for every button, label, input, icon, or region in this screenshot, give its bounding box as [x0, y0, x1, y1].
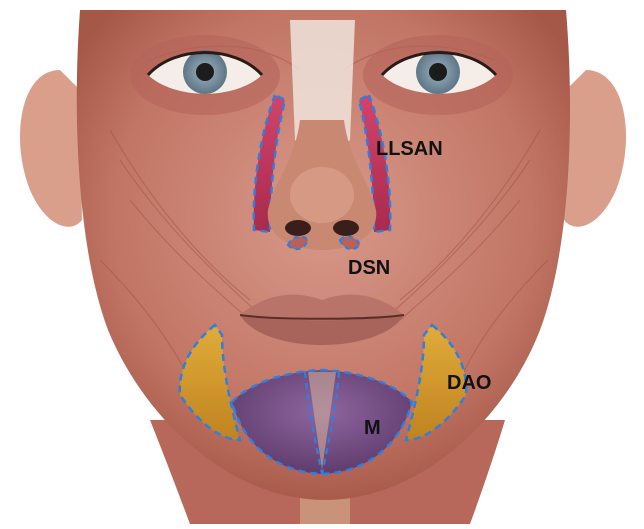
right-nostril: [333, 220, 359, 236]
label-m: M: [364, 417, 381, 439]
label-dsn: DSN: [348, 257, 390, 279]
nose-tip: [290, 167, 354, 223]
label-dao: DAO: [447, 372, 491, 394]
left-nostril: [285, 220, 311, 236]
label-llsan: LLSAN: [376, 138, 443, 160]
